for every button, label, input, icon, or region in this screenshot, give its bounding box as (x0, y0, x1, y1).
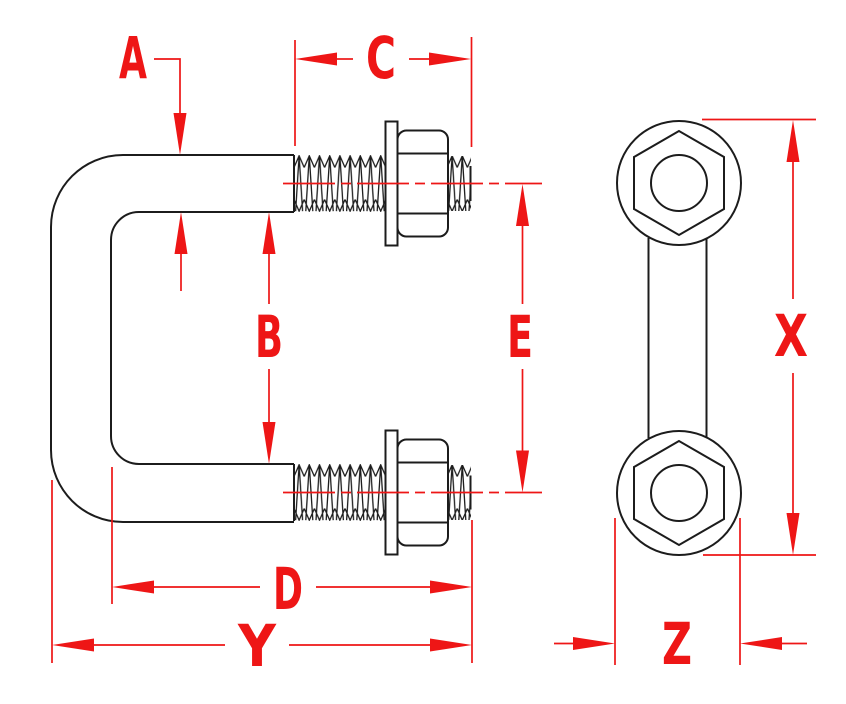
dim-d-arrow-right (430, 580, 472, 594)
dim-z: Z (554, 518, 807, 678)
dim-c: C (294, 24, 473, 147)
dim-d-arrow-left (112, 580, 154, 594)
dim-d: D (111, 467, 473, 663)
dim-y-arrow-right (430, 638, 472, 652)
dim-b-arrow-down (262, 422, 276, 464)
dim-d-label: D (273, 555, 303, 623)
dim-e-arrow-up (516, 184, 529, 226)
dim-x: X (702, 118, 816, 556)
dim-y-label: Y (237, 612, 277, 680)
dim-a-leader (154, 58, 181, 113)
dim-a-label: A (119, 24, 147, 92)
end-view (616, 120, 742, 556)
dim-a: A (119, 24, 188, 291)
dim-z-arrow-left-pointing (740, 637, 782, 650)
dim-c-arrow-left (295, 52, 337, 66)
dim-x-arrow-up (786, 120, 800, 162)
bolt-bore-bottom (650, 464, 708, 522)
bolt-bore-top (650, 154, 708, 212)
dim-z-label: Z (662, 610, 692, 678)
dim-b: B (255, 212, 283, 464)
dim-y: Y (51, 480, 472, 680)
dimensions: A C B E (51, 24, 816, 680)
dim-a-arrow-down (173, 113, 187, 155)
dim-x-label: X (774, 302, 808, 370)
dim-c-label: C (366, 24, 396, 92)
dim-a-arrow-up (174, 212, 188, 254)
dim-x-arrow-down (786, 513, 800, 555)
dim-c-arrow-right (429, 52, 471, 66)
u-bolt-outer-profile (50, 154, 294, 523)
dim-z-arrow-right-pointing (573, 637, 615, 650)
dim-b-label: B (255, 303, 283, 371)
dim-b-arrow-up (262, 212, 276, 254)
dim-e: E (507, 184, 533, 493)
dim-y-arrow-left (52, 638, 94, 652)
dim-e-label: E (507, 303, 533, 371)
u-bolt-inner-profile (110, 211, 294, 465)
dim-e-arrow-down (516, 450, 529, 493)
